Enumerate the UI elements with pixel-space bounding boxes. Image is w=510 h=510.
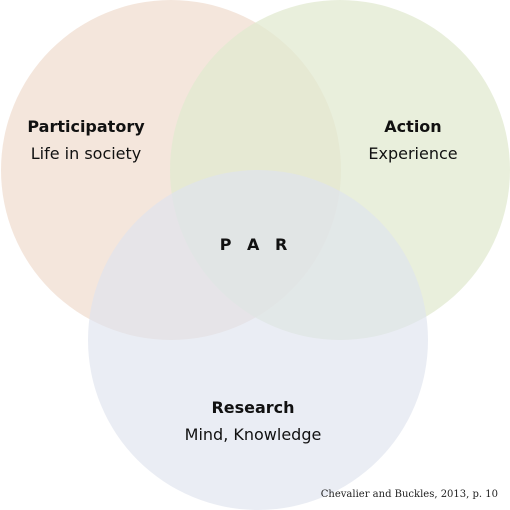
- research-label: Research Mind, Knowledge: [153, 398, 353, 444]
- research-title: Research: [211, 398, 295, 417]
- action-label: Action Experience: [333, 117, 493, 163]
- center-label: P A R: [219, 235, 293, 254]
- participatory-subtitle: Life in society: [30, 144, 142, 163]
- participatory-title: Participatory: [27, 117, 145, 136]
- citation: Chevalier and Buckles, 2013, p. 10: [320, 489, 498, 500]
- action-subtitle: Experience: [368, 144, 458, 163]
- action-title: Action: [384, 117, 442, 136]
- research-subtitle: Mind, Knowledge: [184, 425, 322, 444]
- research-circle: [88, 170, 428, 510]
- participatory-label: Participatory Life in society: [6, 117, 166, 163]
